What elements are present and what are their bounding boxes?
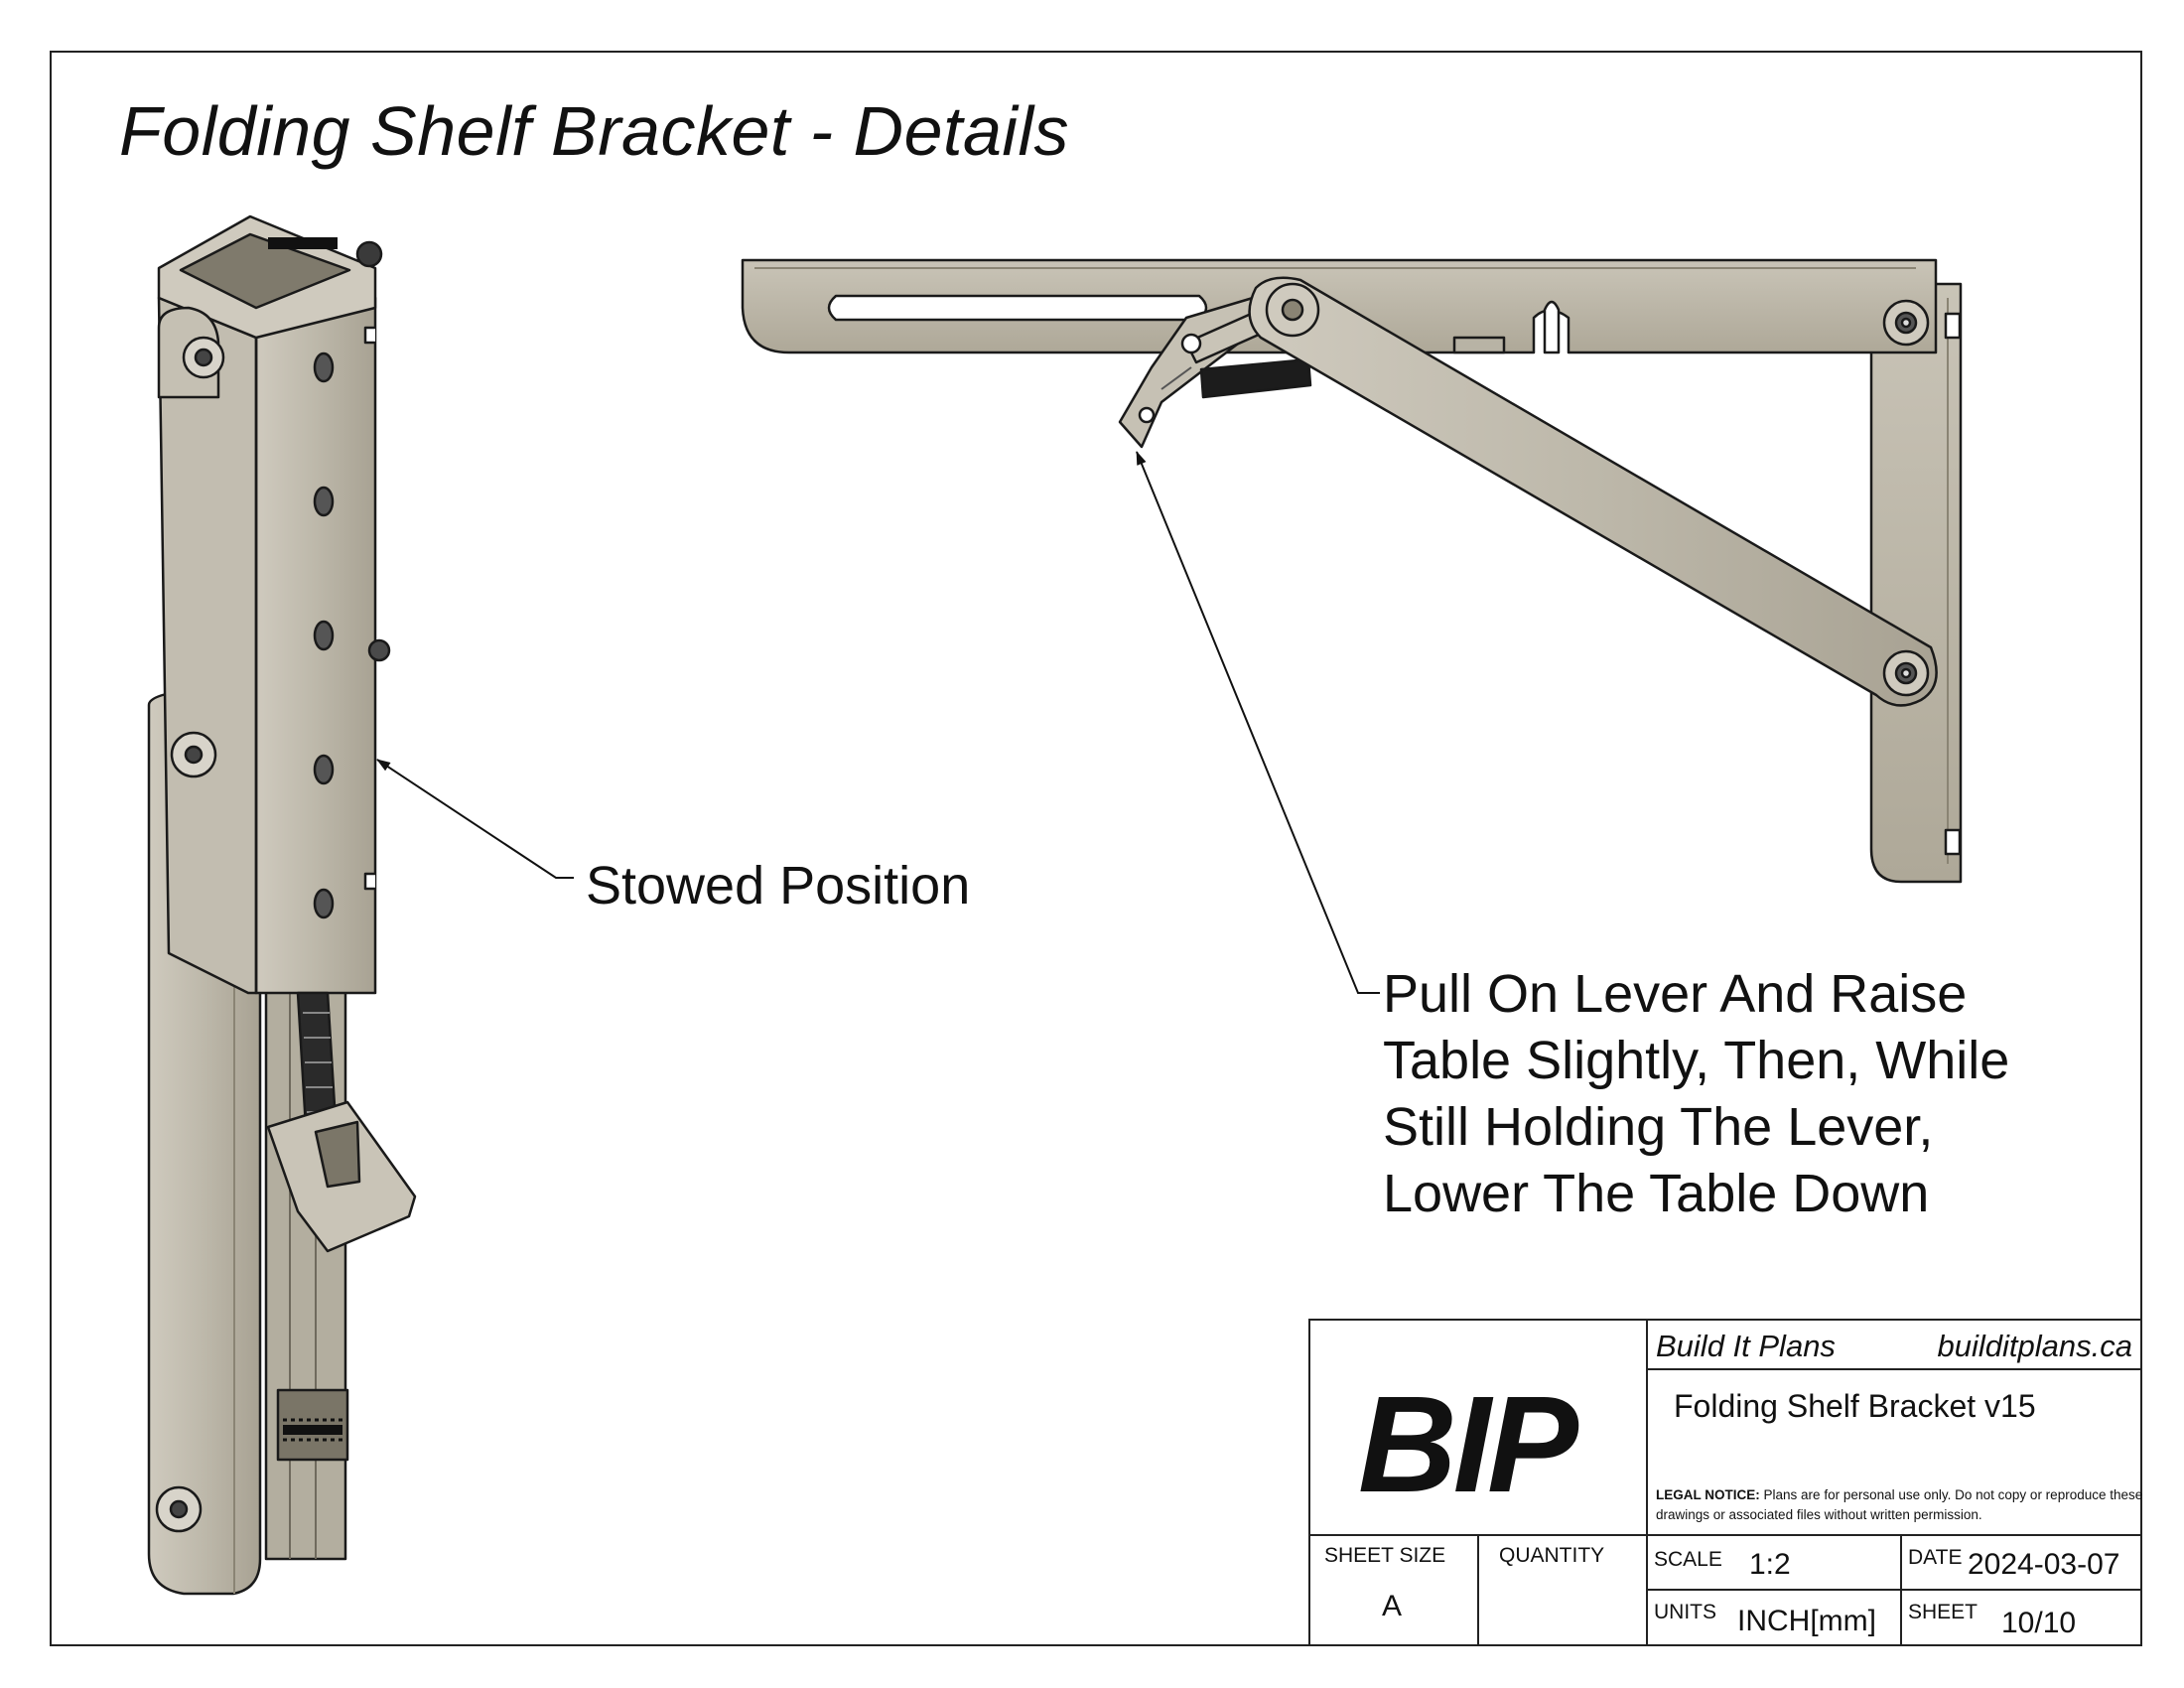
units-value: INCH[mm] bbox=[1737, 1605, 1876, 1637]
instruction-line-4: Lower The Table Down bbox=[1383, 1164, 1930, 1223]
sheet-size-value: A bbox=[1382, 1590, 1403, 1622]
scale-cell: SCALE 1:2 bbox=[1646, 1534, 1900, 1589]
pull-leader bbox=[1136, 451, 1380, 994]
units-cell: UNITS INCH[mm] bbox=[1646, 1589, 1900, 1644]
sheet-label: SHEET bbox=[1908, 1601, 1979, 1623]
stowed-wall-plate bbox=[254, 296, 377, 995]
date-value: 2024-03-07 bbox=[1968, 1548, 2120, 1581]
company-row: Build It Plans builditplans.ca bbox=[1646, 1321, 2140, 1368]
pull-lever-instructions: Pull On Lever And Raise Table Slightly, … bbox=[1383, 961, 2009, 1227]
drawing-border bbox=[50, 51, 2142, 1646]
sheet-cell: SHEET 10/10 bbox=[1900, 1589, 2140, 1644]
stowed-position-label: Stowed Position bbox=[586, 856, 971, 915]
scale-label: SCALE bbox=[1654, 1548, 1722, 1571]
scale-value: 1:2 bbox=[1749, 1548, 1791, 1581]
horizontal-slot bbox=[827, 294, 1208, 322]
quantity-cell: QUANTITY bbox=[1477, 1534, 1646, 1644]
company-website: builditplans.ca bbox=[1937, 1329, 2132, 1363]
sheet-size-label: SHEET SIZE bbox=[1324, 1544, 1446, 1567]
legal-notice: LEGAL NOTICE: Plans are for personal use… bbox=[1656, 1485, 2157, 1525]
instruction-line-2: Table Slightly, Then, While bbox=[1383, 1031, 2010, 1090]
instruction-line-3: Still Holding The Lever, bbox=[1383, 1097, 1934, 1157]
sheet-value: 10/10 bbox=[2001, 1607, 2077, 1639]
plate-holes bbox=[313, 352, 335, 919]
vertical-arm bbox=[1869, 282, 1963, 884]
title-block: BIP Build It Plans builditplans.ca Foldi… bbox=[1308, 1319, 2142, 1646]
units-label: UNITS bbox=[1654, 1601, 1716, 1623]
quantity-label: QUANTITY bbox=[1499, 1544, 1605, 1567]
instruction-line-1: Pull On Lever And Raise bbox=[1383, 964, 1968, 1024]
date-label: DATE bbox=[1908, 1546, 1963, 1569]
date-cell: DATE 2024-03-07 bbox=[1900, 1534, 2140, 1589]
page-title: Folding Shelf Bracket - Details bbox=[119, 92, 1070, 170]
company-name: Build It Plans bbox=[1656, 1329, 1836, 1363]
deployed-bracket-view bbox=[741, 258, 1963, 884]
legal-notice-text: Plans are for personal use only. Do not … bbox=[1656, 1487, 2143, 1522]
part-name: Folding Shelf Bracket v15 bbox=[1674, 1388, 2036, 1424]
bip-logo: BIP bbox=[1358, 1368, 1578, 1521]
latch-spring bbox=[1199, 357, 1312, 399]
legal-notice-label: LEGAL NOTICE: bbox=[1656, 1487, 1760, 1502]
stowed-leader bbox=[376, 759, 574, 879]
stowed-bracket-view bbox=[147, 214, 417, 1596]
sheet-size-cell: SHEET SIZE A bbox=[1310, 1534, 1477, 1644]
part-cell: Folding Shelf Bracket v15 LEGAL NOTICE: … bbox=[1646, 1368, 2142, 1534]
diagonal-brace bbox=[1248, 276, 1938, 707]
